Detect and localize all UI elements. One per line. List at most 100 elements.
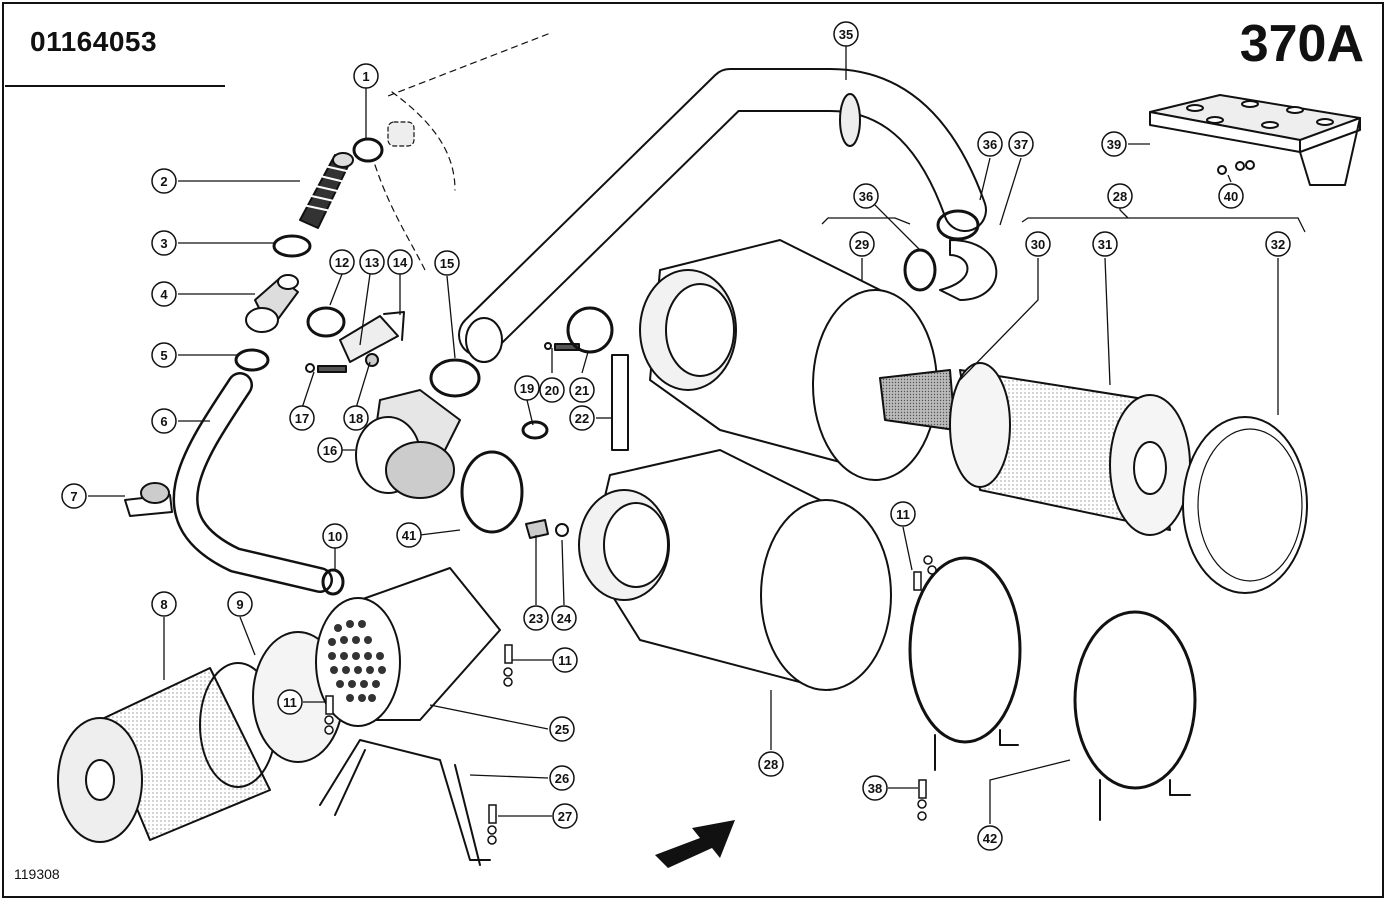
- callout-label: 13: [365, 255, 379, 270]
- part-7-bracket: [124, 482, 173, 517]
- callout-bubble: [317, 437, 343, 463]
- callout-bubble: [151, 168, 177, 194]
- part-32-cap: [1182, 416, 1308, 594]
- part-31-filter-cartridge: [949, 362, 1191, 536]
- page-code: 370A: [1239, 15, 1364, 73]
- part-24-cap: [555, 523, 569, 537]
- callout-label: 5: [160, 348, 167, 363]
- callout-label: 9: [236, 597, 243, 612]
- callout-label: 41: [402, 528, 416, 543]
- part-36-clamp-lower: [903, 248, 937, 292]
- callout-label: 19: [520, 381, 534, 396]
- callout-label: 16: [323, 443, 337, 458]
- callout-label: 39: [1107, 137, 1121, 152]
- callout-label: 27: [558, 809, 572, 824]
- callout-label: 20: [545, 383, 559, 398]
- part-42-band-front: [908, 556, 1022, 744]
- part-12-clamp: [306, 306, 346, 338]
- part-11-bolt: [504, 644, 513, 664]
- callout-bubble: [552, 803, 578, 829]
- callout-label: 42: [983, 831, 997, 846]
- callout-label: 11: [896, 507, 910, 522]
- callout-bubble: [977, 825, 1003, 851]
- callout-bubble: [353, 63, 379, 89]
- callout-bubble: [277, 689, 303, 715]
- callout-bubble: [569, 377, 595, 403]
- part-2-bellows-hose: [299, 152, 354, 229]
- part-10-clamp: [321, 568, 345, 596]
- callout-bubble: [523, 605, 549, 631]
- part-26-stand-inner: [334, 749, 481, 866]
- part-23-valve: [525, 519, 549, 539]
- part-14-bracket: [383, 311, 405, 341]
- callout-bubble: [343, 405, 369, 431]
- callout-bubble: [387, 249, 413, 275]
- part-28-filter-housing: [578, 449, 892, 691]
- callout-label: 17: [295, 411, 309, 426]
- callout-label: 26: [555, 771, 569, 786]
- callout-label: 15: [440, 256, 454, 271]
- part-35-pipe-joint: [839, 93, 861, 147]
- part-4-reducer: [245, 274, 299, 333]
- callout-label: 36: [983, 137, 997, 152]
- part-3-clamp: [272, 234, 312, 258]
- callout-bubble: [1008, 131, 1034, 157]
- callout-bubble: [977, 131, 1003, 157]
- callout-label: 40: [1224, 189, 1238, 204]
- part-42-band-rear: [1073, 610, 1197, 790]
- part-17-elbow: [355, 389, 461, 499]
- callout-label: 18: [349, 411, 363, 426]
- callout-bubble: [549, 716, 575, 742]
- callout-bubble: [1092, 231, 1118, 257]
- part-16-bolt: [305, 363, 347, 373]
- callout-label: 10: [328, 529, 342, 544]
- callout-label: 7: [70, 489, 77, 504]
- reference-outline: [391, 91, 456, 191]
- callout-label: 30: [1031, 237, 1045, 252]
- part-35-pipe: [460, 70, 985, 355]
- callout-label: 22: [575, 411, 589, 426]
- callout-bubble: [539, 377, 565, 403]
- part-29-filter-housing: [639, 239, 938, 481]
- callout-label: 21: [575, 383, 589, 398]
- callout-bubble: [322, 523, 348, 549]
- callout-label: 29: [855, 237, 869, 252]
- callout-label: 28: [1113, 189, 1127, 204]
- part-27-bolt: [488, 804, 497, 824]
- part-19-clamp: [521, 420, 549, 440]
- callout-bubble: [151, 281, 177, 307]
- reference-line: [387, 33, 549, 97]
- callout-bubble: [359, 249, 385, 275]
- callout-bubble: [1218, 183, 1244, 209]
- callout-label: 28: [764, 757, 778, 772]
- callout-bubble: [549, 765, 575, 791]
- part-38-mounting-plate: [1149, 94, 1361, 186]
- callout-label: 31: [1098, 237, 1112, 252]
- callout-label: 1: [362, 69, 369, 84]
- part-11-bolt-lower: [325, 695, 334, 715]
- part-5-clamp: [234, 348, 270, 372]
- callout-label: 24: [557, 611, 572, 626]
- callout-bubble: [227, 591, 253, 617]
- callout-label: 37: [1014, 137, 1028, 152]
- callout-bubble: [551, 605, 577, 631]
- part-40-clamp: [460, 450, 524, 534]
- callout-bubble: [1265, 231, 1291, 257]
- part-42-band-feet: [934, 729, 1191, 821]
- callout-bubble: [552, 647, 578, 673]
- callout-bubble: [329, 249, 355, 275]
- callout-label: 23: [529, 611, 543, 626]
- part-35-pipe-end: [465, 317, 503, 363]
- callout-label: 35: [839, 27, 853, 42]
- callout-label: 11: [283, 695, 297, 710]
- callout-bubble: [758, 751, 784, 777]
- leader-lines: [88, 46, 1306, 824]
- part-25-housing: [315, 567, 501, 727]
- callout-bubble: [151, 230, 177, 256]
- part-41-bolt: [918, 779, 927, 799]
- callout-bubble: [569, 405, 595, 431]
- callout-bubble: [151, 342, 177, 368]
